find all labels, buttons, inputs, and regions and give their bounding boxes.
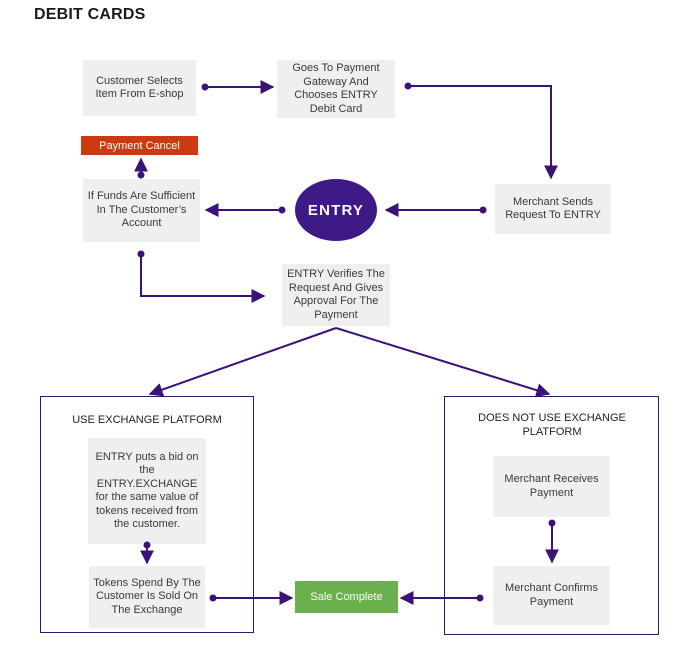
payment-gateway-node: Goes To Payment Gateway And Chooses ENTR…	[277, 60, 395, 118]
dot-merchant	[479, 206, 487, 214]
dot-confirms	[476, 594, 484, 602]
dot-bid	[143, 541, 151, 549]
entry-puts-bid-node: ENTRY puts a bid on the ENTRY.EXCHANGE f…	[88, 438, 206, 544]
payment-cancel-node: Payment Cancel	[81, 136, 198, 155]
page-title: DEBIT CARDS	[34, 6, 146, 23]
arrow-gateway-to-merchant	[408, 85, 558, 180]
dot-funds-bottom	[137, 250, 145, 258]
arrow-verifies-to-right	[335, 327, 551, 397]
entry-logo-text: ENTRY	[307, 201, 365, 219]
merchant-receives-node: Merchant Receives Payment	[493, 456, 610, 517]
sale-complete-node: Sale Complete	[295, 581, 398, 613]
dot-funds-top	[137, 171, 145, 179]
dot-entry	[278, 206, 286, 214]
dot-tokens	[209, 594, 217, 602]
use-exchange-panel	[40, 396, 254, 633]
payment-gateway-label: Goes To Payment Gateway And Chooses ENTR…	[292, 62, 380, 115]
merchant-confirms-node: Merchant Confirms Payment	[493, 566, 610, 625]
entry-logo: ENTRY	[295, 179, 377, 241]
dot-gateway	[404, 82, 412, 90]
funds-sufficient-label: If Funds Are Sufficient In The Customer’…	[87, 190, 196, 230]
payment-cancel-label: Payment Cancel	[99, 139, 180, 152]
dot-select	[201, 83, 209, 91]
entry-verifies-label: ENTRY Verifies The Request And Gives App…	[287, 268, 385, 321]
customer-selects-label: Customer Selects Item From E-shop	[95, 74, 184, 101]
merchant-confirms-label: Merchant Confirms Payment	[505, 582, 598, 608]
arrow-funds-to-verifies	[140, 254, 266, 303]
dot-receives	[548, 519, 556, 527]
merchant-sends-node: Merchant Sends Request To ENTRY	[495, 184, 611, 234]
tokens-spend-label: Tokens Spend By The Customer Is Sold On …	[93, 576, 201, 616]
use-exchange-title: USE EXCHANGE PLATFORM	[72, 414, 222, 426]
funds-sufficient-node: If Funds Are Sufficient In The Customer’…	[83, 179, 200, 242]
merchant-receives-label: Merchant Receives Payment	[504, 473, 599, 499]
arrow-verifies-to-left	[148, 327, 337, 397]
no-exchange-title: DOES NOT USE EXCHANGE PLATFORM	[478, 412, 626, 438]
no-exchange-panel	[444, 396, 659, 635]
merchant-sends-label: Merchant Sends Request To ENTRY	[505, 195, 601, 222]
sale-complete-label: Sale Complete	[310, 590, 383, 603]
customer-selects-node: Customer Selects Item From E-shop	[83, 60, 196, 116]
tokens-spend-node: Tokens Spend By The Customer Is Sold On …	[89, 566, 205, 628]
entry-verifies-node: ENTRY Verifies The Request And Gives App…	[282, 264, 390, 326]
entry-puts-bid-label: ENTRY puts a bid on the ENTRY.EXCHANGE f…	[95, 450, 199, 531]
